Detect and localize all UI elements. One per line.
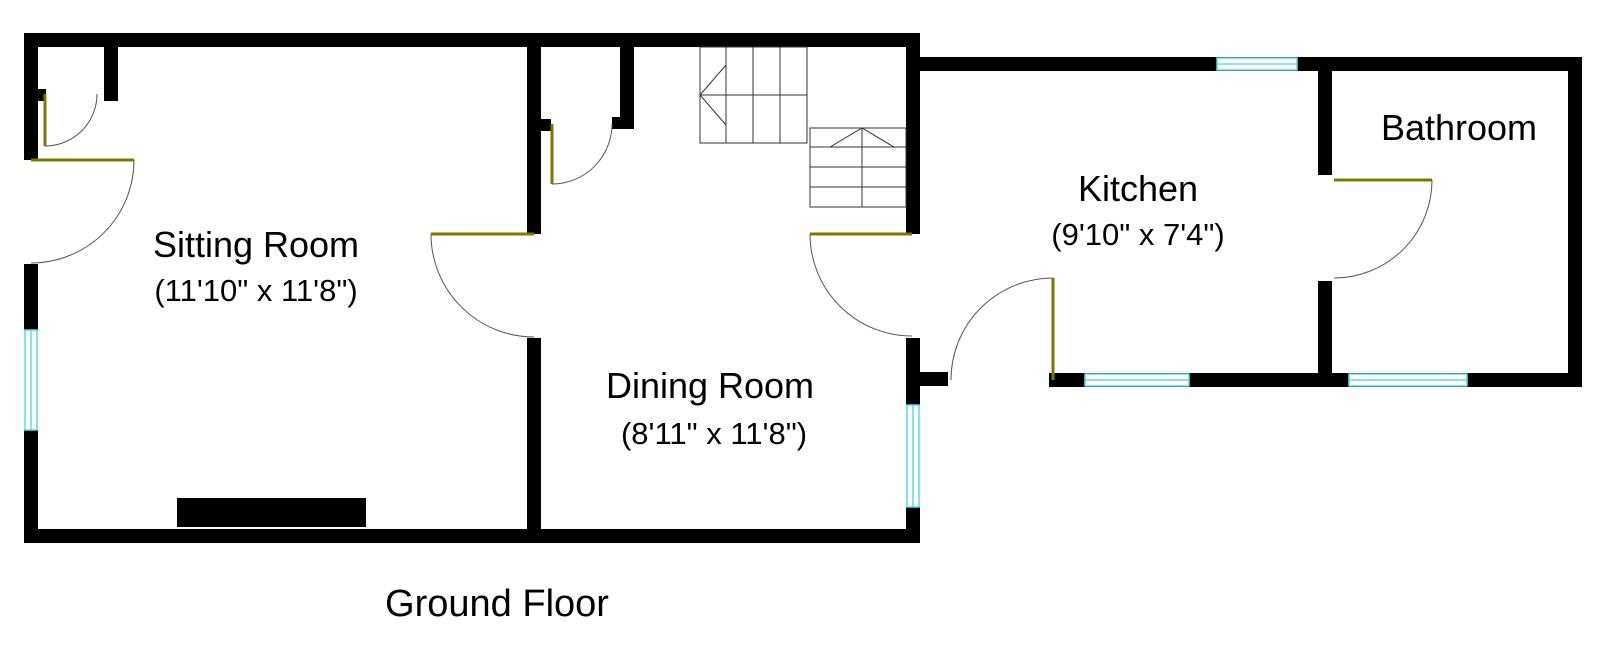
wall-partition-upper	[527, 33, 541, 234]
cupboard-sitting-jamb	[38, 89, 46, 101]
window-icon	[1348, 373, 1468, 387]
windows	[24, 57, 1468, 508]
window-icon	[1216, 57, 1298, 71]
wall-dining-right-mid	[906, 338, 920, 405]
wall-kitchen-bath-lower	[1318, 281, 1332, 387]
wall-bath-right	[1568, 57, 1582, 387]
doors	[30, 93, 1433, 381]
door-swing-icon	[30, 158, 135, 264]
door-swing-icon	[950, 277, 1055, 381]
cupboard-dining-wall	[620, 47, 634, 129]
door-swing-icon	[43, 93, 98, 147]
door-swing-icon	[1333, 178, 1433, 279]
door-swing-icon	[550, 123, 613, 185]
floor-title: Ground Floor	[385, 583, 609, 625]
window-icon	[24, 329, 38, 431]
wall-main-left-upper	[24, 33, 38, 160]
wall-dining-stub	[906, 372, 948, 386]
wall-dining-right-lower	[906, 507, 920, 543]
cupboard-dining-jamb-right	[612, 117, 634, 129]
cupboard-sitting-wall	[104, 47, 118, 101]
room-label-kitchen: Kitchen	[1078, 168, 1198, 209]
door-swing-icon	[430, 232, 535, 338]
wall-main-top	[24, 33, 920, 47]
staircase-icon	[699, 46, 907, 208]
room-dimensions-sitting: (11'10" x 11'8")	[154, 273, 357, 308]
window-icon	[906, 404, 920, 508]
wall-dining-right-upper	[906, 33, 920, 234]
door-swing-icon	[809, 232, 913, 337]
room-label-sitting: Sitting Room	[153, 224, 359, 265]
cupboard-dining-jamb	[541, 119, 551, 131]
window-icon	[1084, 373, 1190, 387]
wall-partition-lower	[527, 338, 541, 543]
room-dimensions-dining: (8'11" x 11'8")	[621, 416, 807, 451]
room-dimensions-kitchen: (9'10" x 7'4")	[1051, 217, 1224, 252]
labels: Sitting Room (11'10" x 11'8") Dining Roo…	[153, 107, 1537, 625]
wall-kitchen-bath-upper	[1318, 57, 1332, 175]
fireplace-icon	[177, 498, 366, 527]
room-label-bathroom: Bathroom	[1381, 107, 1537, 148]
wall-main-left-lower	[24, 430, 38, 543]
wall-main-bottom	[24, 529, 920, 543]
wall-main-left-mid	[24, 264, 38, 330]
room-label-dining: Dining Room	[606, 365, 814, 406]
